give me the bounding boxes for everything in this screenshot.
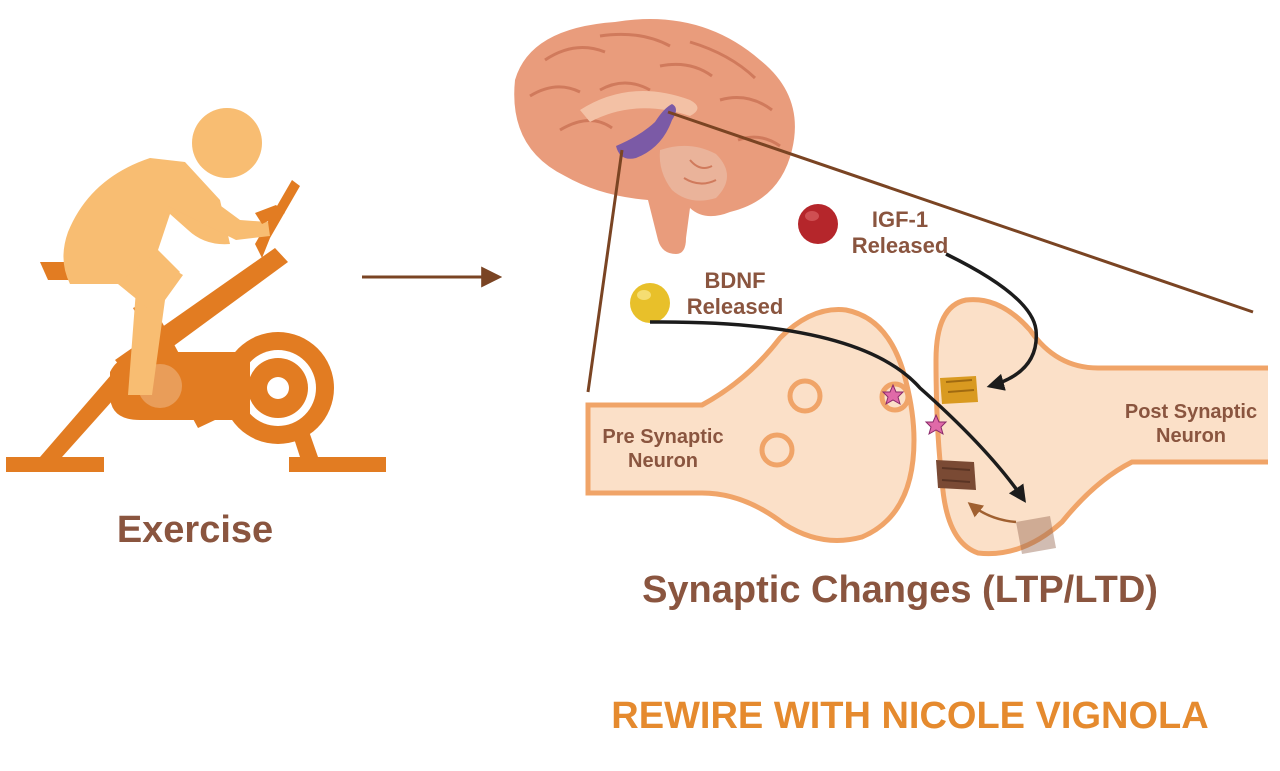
post-synaptic-label-line1: Post Synaptic xyxy=(1124,401,1258,423)
bdnf-to-postsynaptic-arrow xyxy=(649,320,1026,503)
pre-synaptic-neuron xyxy=(585,307,917,543)
footer-credit: REWIRE WITH NICOLE VIGNOLA xyxy=(611,695,1209,737)
bdnf-star-icon xyxy=(881,383,905,406)
zoom-line-right xyxy=(667,110,1254,314)
receptor-icon-3 xyxy=(1016,516,1056,554)
hippocampus-icon xyxy=(616,104,676,159)
post-synaptic-label-line2: Neuron xyxy=(1156,425,1226,447)
zoom-line-left xyxy=(586,149,624,393)
igf1-label-line1: IGF-1 xyxy=(871,207,929,232)
receptor-icon xyxy=(940,376,978,404)
bdnf-molecule xyxy=(630,283,670,323)
bdnf-label-line2: Released xyxy=(686,294,784,320)
pre-synaptic-label-line2: Neuron xyxy=(628,450,698,472)
igf1-label: IGF-1 Released xyxy=(842,207,958,260)
exercise-bike-icon xyxy=(6,108,386,472)
igf1-molecule xyxy=(798,204,838,244)
igf1-label-line2: Released xyxy=(851,233,949,259)
pre-synaptic-label-line1: Pre Synaptic xyxy=(602,426,724,448)
receptor-icon-2 xyxy=(936,460,976,490)
pre-synaptic-label: Pre Synaptic Neuron xyxy=(590,425,736,473)
bdnf-star-icon-2 xyxy=(924,413,948,436)
igf1-to-receptor-arrow xyxy=(945,252,1039,391)
synaptic-changes-label: Synaptic Changes (LTP/LTD) xyxy=(642,569,1158,611)
exercise-label: Exercise xyxy=(116,509,274,551)
post-synaptic-label: Post Synaptic Neuron xyxy=(1110,400,1272,448)
bdnf-label-line1: BDNF xyxy=(704,268,766,293)
receptor-insertion-arrow xyxy=(967,502,1017,524)
bdnf-label: BDNF Released xyxy=(677,268,793,321)
